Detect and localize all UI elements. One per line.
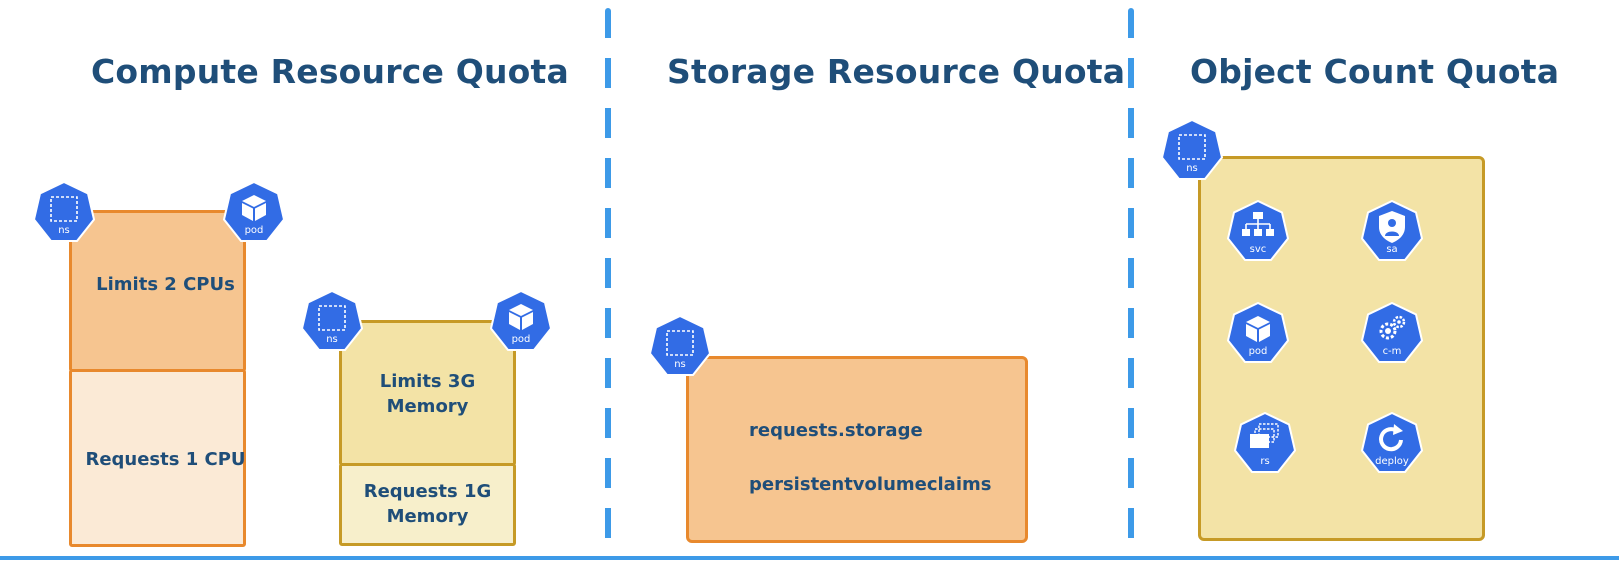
service-account-icon-label: sa — [1386, 244, 1398, 255]
namespace-icon-label: ns — [674, 359, 686, 370]
memory-requests-label: Requests 1G Memory — [339, 479, 516, 529]
pod-icon: pod — [490, 290, 552, 352]
memory-requests-line2: Memory — [386, 506, 469, 527]
namespace-icon-label: ns — [58, 225, 70, 236]
configmap-icon: c-m — [1361, 302, 1423, 364]
baseline — [0, 556, 1619, 560]
namespace-icon: ns — [33, 181, 95, 243]
compute-quota-title: Compute Resource Quota — [91, 52, 570, 91]
storage-quota-box — [686, 356, 1028, 543]
replicaset-icon-label: rs — [1260, 456, 1270, 467]
service-icon-label: svc — [1249, 244, 1267, 255]
pod-icon: pod — [1227, 302, 1289, 364]
section-divider-right — [1128, 8, 1134, 548]
namespace-icon-label: ns — [1186, 163, 1198, 174]
service-account-icon: sa — [1361, 200, 1423, 262]
deployment-icon-label: deploy — [1375, 456, 1409, 467]
namespace-icon: ns — [301, 290, 363, 352]
storage-quota-title: Storage Resource Quota — [667, 52, 1126, 91]
replicaset-icon: rs — [1234, 412, 1296, 474]
cpu-requests-box — [69, 369, 246, 547]
memory-limits-label: Limits 3G Memory — [339, 369, 516, 419]
memory-requests-box — [339, 463, 516, 546]
cpu-limits-label: Limits 2 CPUs — [96, 274, 235, 295]
pod-icon-label: pod — [244, 225, 264, 236]
memory-requests-line1: Requests 1G — [363, 481, 492, 502]
configmap-icon-label: c-m — [1382, 346, 1402, 357]
persistentvolumeclaims-label: persistentvolumeclaims — [749, 474, 992, 495]
pod-icon-label: pod — [1248, 346, 1268, 357]
namespace-icon: ns — [1161, 119, 1223, 181]
requests-storage-label: requests.storage — [749, 420, 923, 441]
deployment-icon: deploy — [1361, 412, 1423, 474]
section-divider-left — [605, 8, 611, 548]
namespace-icon: ns — [649, 315, 711, 377]
memory-limits-line2: Memory — [386, 396, 469, 417]
namespace-icon-label: ns — [326, 334, 338, 345]
pod-icon-label: pod — [511, 334, 531, 345]
cpu-requests-label: Requests 1 CPU — [85, 449, 246, 470]
service-icon: svc — [1227, 200, 1289, 262]
cpu-limits-box — [69, 210, 246, 372]
pod-icon: pod — [223, 181, 285, 243]
object-count-quota-title: Object Count Quota — [1190, 52, 1560, 91]
memory-limits-line1: Limits 3G — [379, 371, 476, 392]
